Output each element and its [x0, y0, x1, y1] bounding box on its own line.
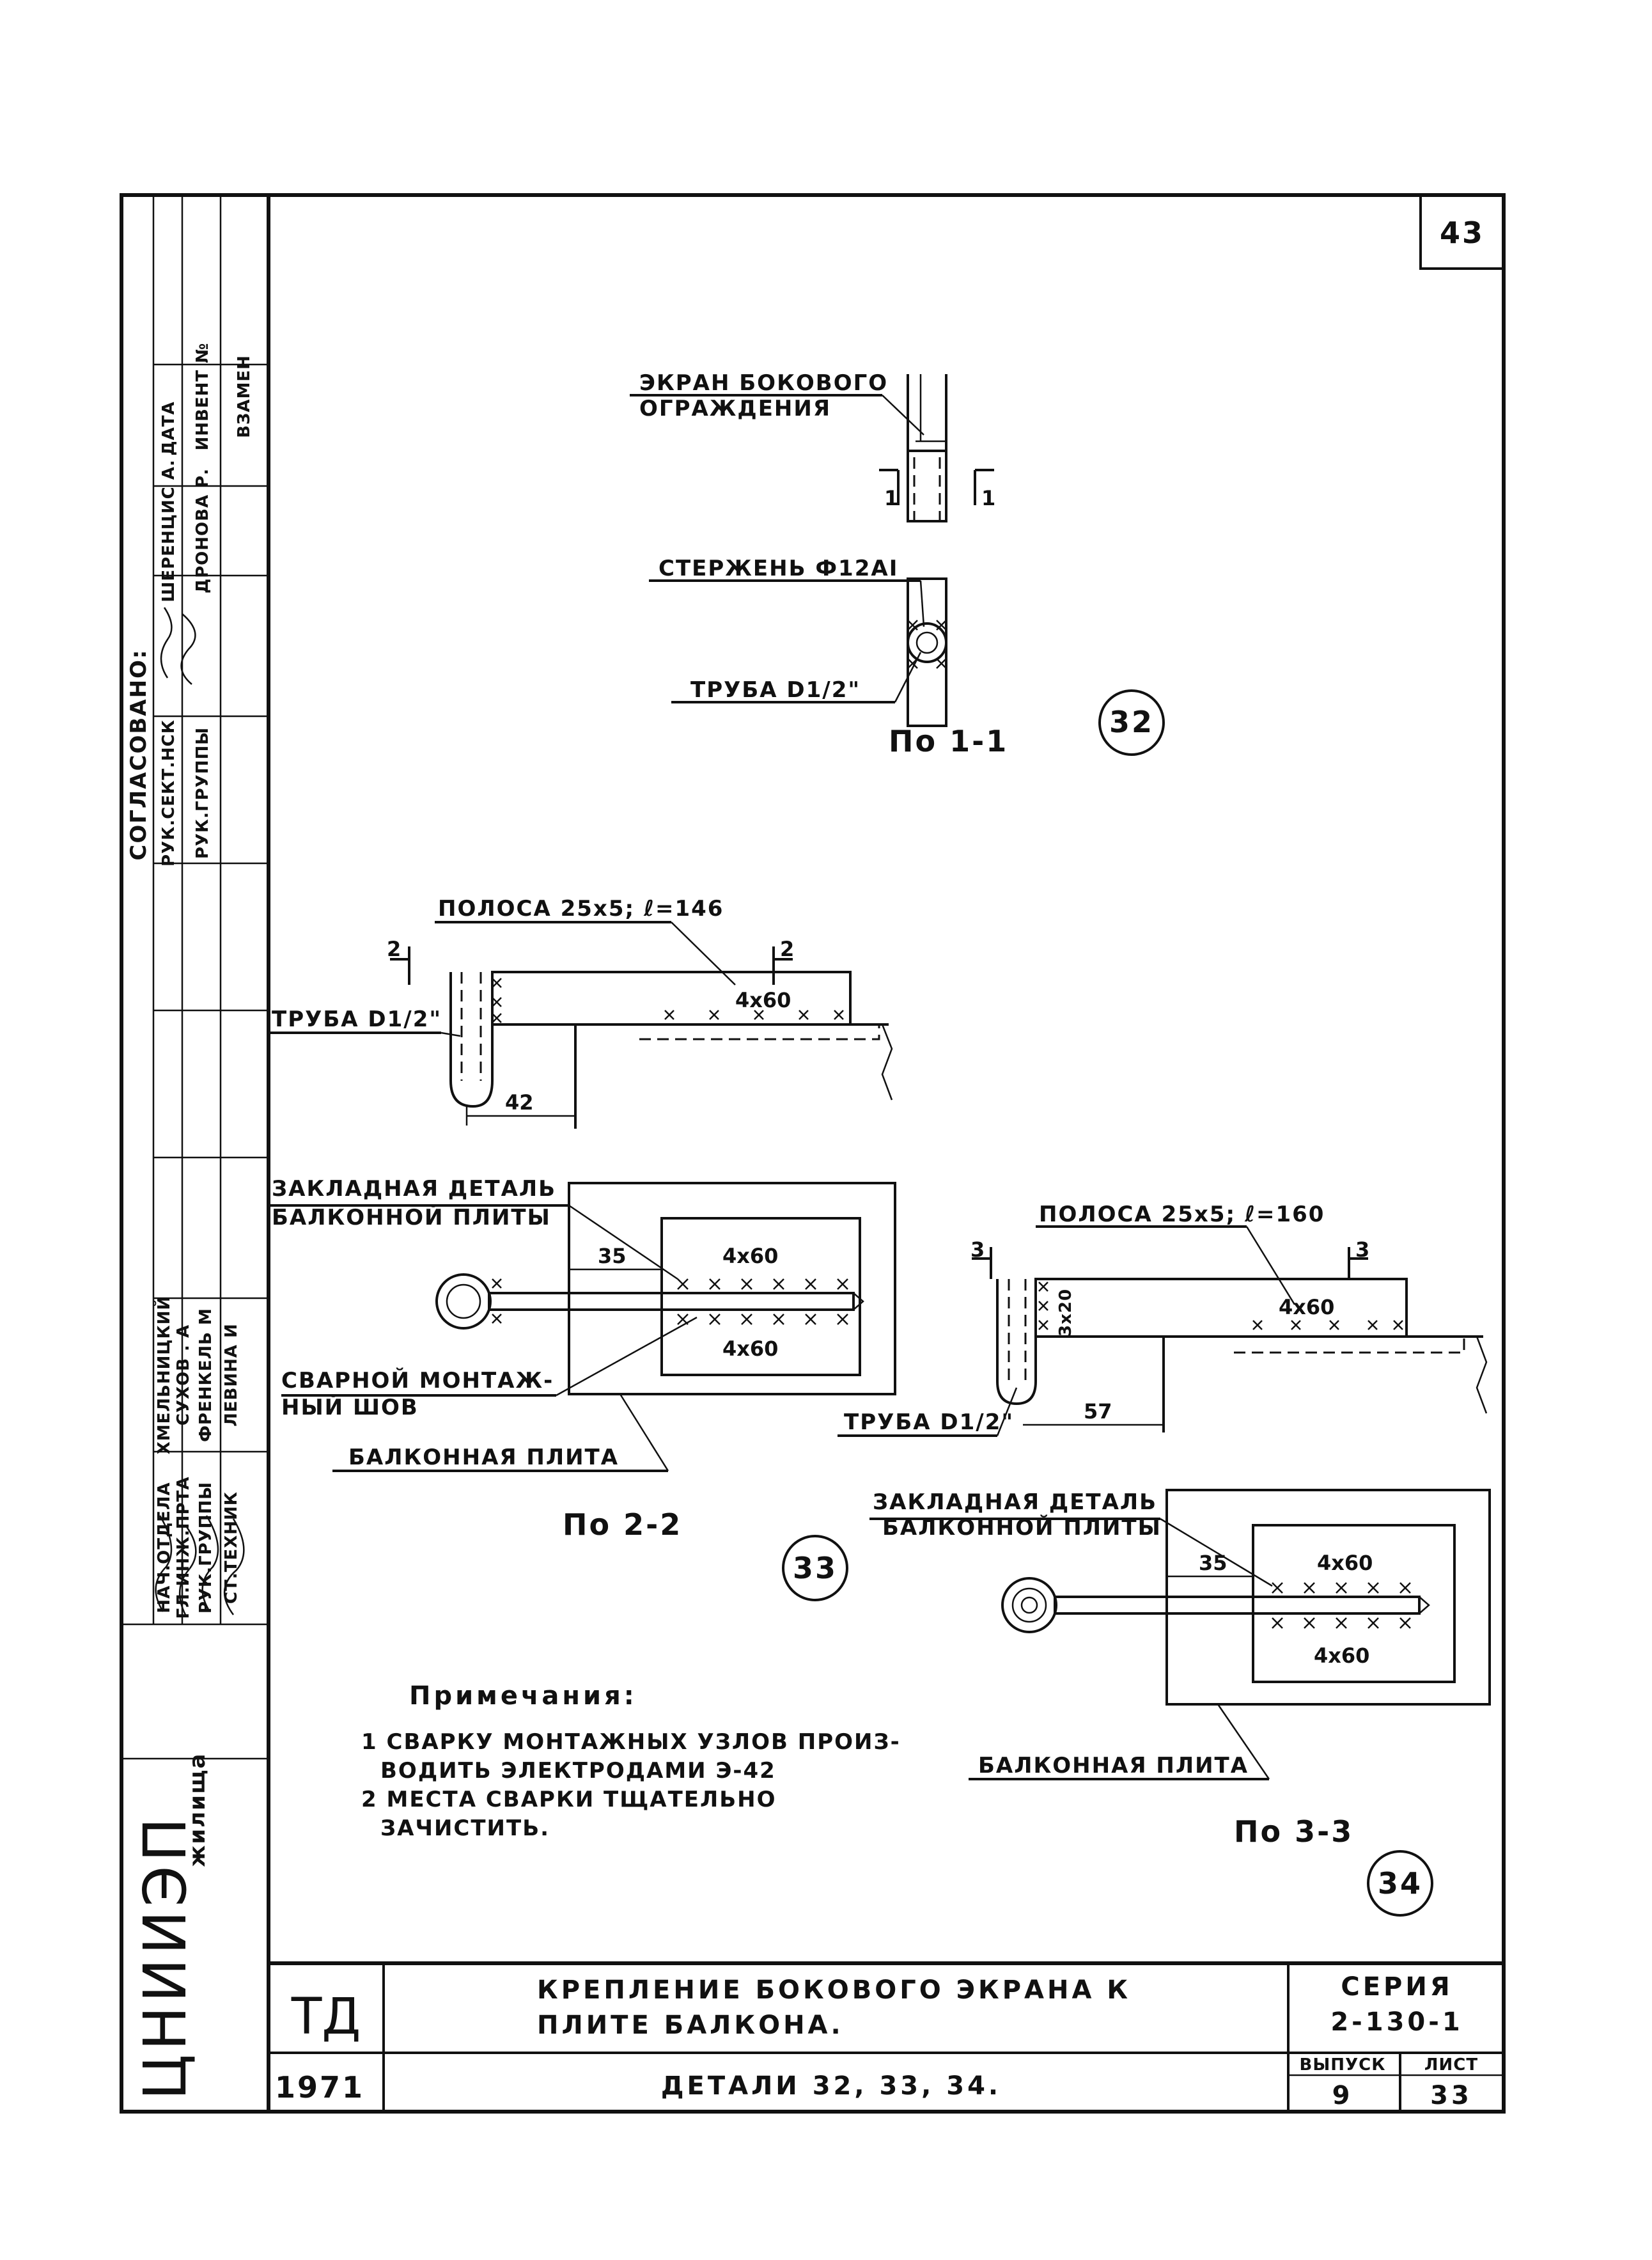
detail-mark-34: 34 — [1378, 1866, 1422, 1901]
page-number: 43 — [1440, 216, 1484, 250]
detail-33-plan — [269, 1182, 896, 1601]
staff-role-2: ГЛ.ИНЖ.ПРТА — [174, 1477, 193, 1619]
approved-name-1: ШЕРЕНЦИС А. — [159, 459, 178, 602]
label-embed-34-2: БАЛКОННОЙ ПЛИТЫ — [882, 1514, 1162, 1541]
notes-title: Примечания: — [409, 1681, 637, 1711]
label-seam-2: НЫЙ ШОВ — [281, 1394, 419, 1420]
page-number-box — [1419, 194, 1505, 270]
label-screen: ЭКРАН БОКОВОГО — [639, 370, 888, 396]
weld-33-bottom: 4х60 — [722, 1337, 778, 1361]
dim-57: 57 — [1084, 1399, 1112, 1424]
label-pipe-33: ТРУБА D1/2" — [272, 1007, 442, 1032]
weld-33-top: 4х60 — [722, 1244, 778, 1268]
weld-34-side: 3х20 — [1056, 1289, 1075, 1337]
title-line-2: ПЛИТЕ БАЛКОНА. — [537, 2011, 844, 2040]
weld-34-top: 4х60 — [1317, 1551, 1373, 1575]
title-subtitle: ДЕТАЛИ 32, 33, 34. — [661, 2071, 1001, 2101]
label-embed-33: ЗАКЛАДНАЯ ДЕТАЛЬ — [272, 1176, 556, 1202]
label-embed-33-2: БАЛКОННОЙ ПЛИТЫ — [272, 1204, 551, 1230]
issue-number: 9 — [1332, 2081, 1353, 2110]
weld-34-bottom: 4х60 — [1314, 1644, 1369, 1668]
note-line-2: ВОДИТЬ ЭЛЕКТРОДАМИ Э-42 — [380, 1758, 776, 1784]
title-code: ТД — [291, 1988, 361, 2046]
dim-35-33: 35 — [598, 1244, 627, 1268]
staff-name-1: ХМЕЛЬНИЦКИЙ — [153, 1296, 174, 1455]
signature-1 — [160, 607, 196, 685]
label-screen-2: ОГРАЖДЕНИЯ — [639, 396, 831, 421]
section-2-2: По 2-2 — [563, 1507, 682, 1542]
series-label: СЕРИЯ — [1341, 1972, 1453, 2002]
cut-mark-1-right: 1 — [981, 486, 995, 510]
weld-34-elev: 4х60 — [1279, 1295, 1334, 1319]
org-name: ЦНИИЭП — [131, 1814, 199, 2100]
label-pipe-32: ТРУБА D1/2" — [690, 677, 861, 703]
series-number: 2-130-1 — [1330, 2007, 1463, 2037]
label-rod: СТЕРЖЕНЬ Ф12АI — [658, 556, 898, 581]
cut-mark-1-left: 1 — [884, 486, 898, 510]
detail-mark-32: 32 — [1109, 705, 1154, 739]
note-line-1: 1 СВАРКУ МОНТАЖНЫХ УЗЛОВ ПРОИЗ- — [361, 1729, 901, 1755]
detail-mark-33: 33 — [793, 1551, 838, 1585]
label-pipe-34: ТРУБА D1/2" — [844, 1409, 1014, 1435]
label-embed-34: ЗАКЛАДНАЯ ДЕТАЛЬ — [873, 1489, 1157, 1515]
approved-name-2: ДРОНОВА Р. — [193, 468, 212, 593]
detail-34-elevation — [838, 1225, 1488, 1437]
issue-label: ВЫПУСК — [1300, 2055, 1386, 2075]
dim-42: 42 — [505, 1090, 534, 1115]
sheet-frame — [120, 193, 1506, 2114]
label-seam: СВАРНОЙ МОНТАЖ- — [281, 1367, 554, 1393]
signature-2 — [155, 1515, 245, 1615]
title-block — [269, 1961, 1504, 2112]
approved-role-2: РУК.ГРУППЫ — [193, 727, 212, 859]
label-strip-34: ПОЛОСА 25х5; ℓ=160 — [1039, 1202, 1325, 1227]
staff-name-2: СУХОВ . А — [174, 1324, 193, 1425]
sheet-label: ЛИСТ — [1424, 2055, 1478, 2075]
detail-33-elevation — [269, 921, 893, 1129]
staff-role-3: РУК.ГРУППЫ — [196, 1482, 215, 1613]
sheet-number: 33 — [1430, 2081, 1472, 2110]
cut-mark-3-left: 3 — [970, 1237, 985, 1262]
staff-name-4: ЛЕВИНА И — [222, 1323, 241, 1427]
title-year: 1971 — [275, 2070, 364, 2105]
cut-mark-3-right: 3 — [1355, 1237, 1369, 1262]
detail-32-drawing — [630, 374, 1165, 756]
approved-col-date: ДАТА — [159, 401, 178, 455]
section-1-1: По 1-1 — [889, 724, 1008, 758]
cut-mark-2-right: 2 — [780, 937, 794, 961]
approved-col-instead: ВЗАМЕН — [235, 355, 254, 438]
label-slab-34: БАЛКОННАЯ ПЛИТА — [978, 1753, 1249, 1778]
cut-mark-2-left: 2 — [387, 937, 401, 961]
staff-name-3: ФРЕНКЕЛЬ М — [196, 1308, 215, 1442]
title-line-1: КРЕПЛЕНИЕ БОКОВОГО ЭКРАНА К — [537, 1975, 1131, 2005]
org-subname: жилища — [185, 1753, 210, 1867]
approved-title: СОГЛАСОВАНО: — [126, 648, 152, 860]
approved-role-1: РУК.СЕКТ.НСК — [159, 719, 178, 867]
section-3-3: По 3-3 — [1234, 1814, 1353, 1849]
detail-34-plan — [869, 1489, 1491, 1917]
approved-col-inv: ИНВЕНТ № — [193, 343, 212, 451]
dim-35-34: 35 — [1199, 1551, 1227, 1575]
label-strip-33: ПОЛОСА 25х5; ℓ=146 — [438, 896, 724, 922]
note-line-3: 2 МЕСТА СВАРКИ ТЩАТЕЛЬНО — [361, 1787, 777, 1812]
label-slab-33: БАЛКОННАЯ ПЛИТА — [348, 1445, 619, 1470]
weld-33-elev: 4х60 — [735, 988, 791, 1012]
left-strip — [121, 195, 269, 1760]
note-line-4: ЗАЧИСТИТЬ. — [380, 1816, 550, 1841]
